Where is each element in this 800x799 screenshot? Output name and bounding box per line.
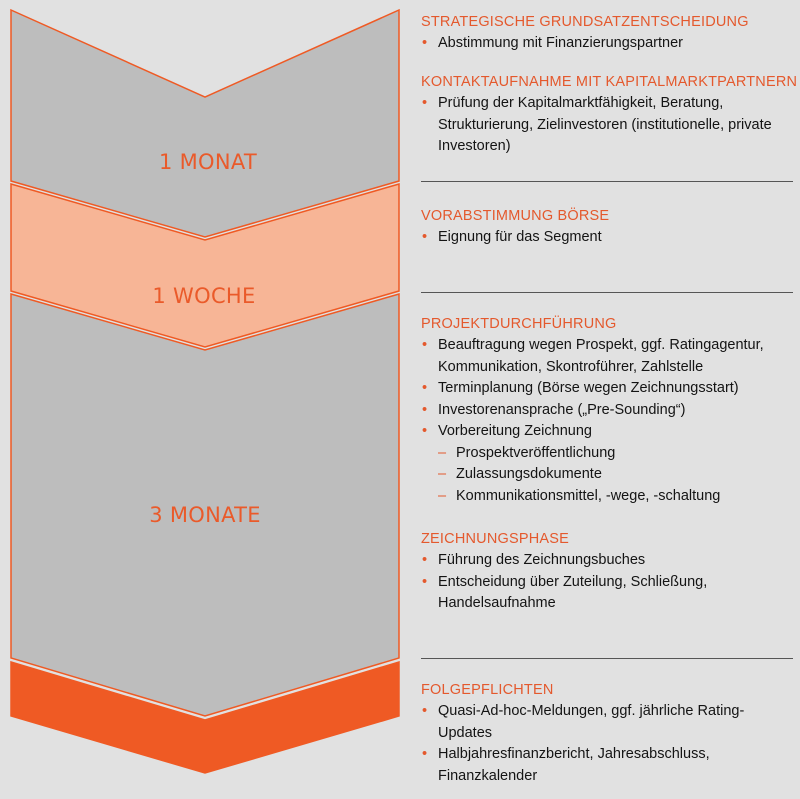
section-heading: ZEICHNUNGSPHASE xyxy=(421,531,570,547)
divider xyxy=(421,658,793,659)
chevron-phase-3-monate xyxy=(10,293,400,717)
list-item: Terminplanung (Börse wegen Zeichnungssta… xyxy=(421,378,793,400)
chevron-phase-1-monat xyxy=(10,8,400,238)
list-item: Abstimmung mit Finanzierungspartner xyxy=(421,33,793,55)
list-item: Vorbereitung Zeichnung xyxy=(421,421,793,443)
sub-list-item: Zulassungsdokumente xyxy=(421,464,793,486)
list-item: Prüfung der Kapitalmarktfähigkeit, Berat… xyxy=(421,93,793,158)
section-kontaktaufnahme: KONTAKTAUFNAHME MIT KAPITALMARKTPARTNERN… xyxy=(421,72,798,158)
list-item: Halbjahresfinanzbericht, Jahresabschluss… xyxy=(421,744,793,787)
list-item: Investorenansprache („Pre-Sounding“) xyxy=(421,400,793,422)
section-vorabstimmung-boerse: VORABSTIMMUNG BÖRSE Eignung für das Segm… xyxy=(421,206,793,249)
sub-list-item: Prospektveröffentlichung xyxy=(421,443,793,465)
section-heading: STRATEGISCHE GRUNDSATZENTSCHEIDUNG xyxy=(421,14,749,30)
phase-label-1-monat: 1 MONAT xyxy=(159,150,257,174)
section-grundsatzentscheidung: STRATEGISCHE GRUNDSATZENTSCHEIDUNG Absti… xyxy=(421,12,793,55)
divider xyxy=(421,181,793,182)
section-projektdurchfuehrung: PROJEKTDURCHFÜHRUNG Beauftragung wegen P… xyxy=(421,314,793,507)
list-item: Führung des Zeichnungsbuches xyxy=(421,550,793,572)
divider xyxy=(421,292,793,293)
section-zeichnungsphase: ZEICHNUNGSPHASE Führung des Zeichnungsbu… xyxy=(421,529,793,615)
chevron-phase-1-woche xyxy=(10,183,400,348)
phase-chevrons: 1 MONAT 1 WOCHE 3 MONATE xyxy=(10,8,400,774)
section-folgepflichten: FOLGEPFLICHTEN Quasi-Ad-hoc-Meldungen, g… xyxy=(421,680,793,787)
chevron-phase-folgepflichten xyxy=(10,660,400,774)
phase-label-1-woche: 1 WOCHE xyxy=(152,284,255,308)
list-item: Beauftragung wegen Prospekt, ggf. Rating… xyxy=(421,335,793,378)
list-item: Quasi-Ad-hoc-Meldungen, ggf. jährliche R… xyxy=(421,701,793,744)
section-heading: PROJEKTDURCHFÜHRUNG xyxy=(421,316,617,332)
sub-list-item: Kommunikationsmittel, -wege, -schaltung xyxy=(421,486,793,508)
section-heading: KONTAKTAUFNAHME MIT KAPITALMARKTPARTNERN xyxy=(421,74,798,90)
phase-label-3-monate: 3 MONATE xyxy=(149,503,261,527)
section-heading: FOLGEPFLICHTEN xyxy=(421,682,554,698)
section-heading: VORABSTIMMUNG BÖRSE xyxy=(421,208,610,224)
list-item: Entscheidung über Zuteilung, Schließung,… xyxy=(421,572,793,615)
list-item: Eignung für das Segment xyxy=(421,227,793,249)
